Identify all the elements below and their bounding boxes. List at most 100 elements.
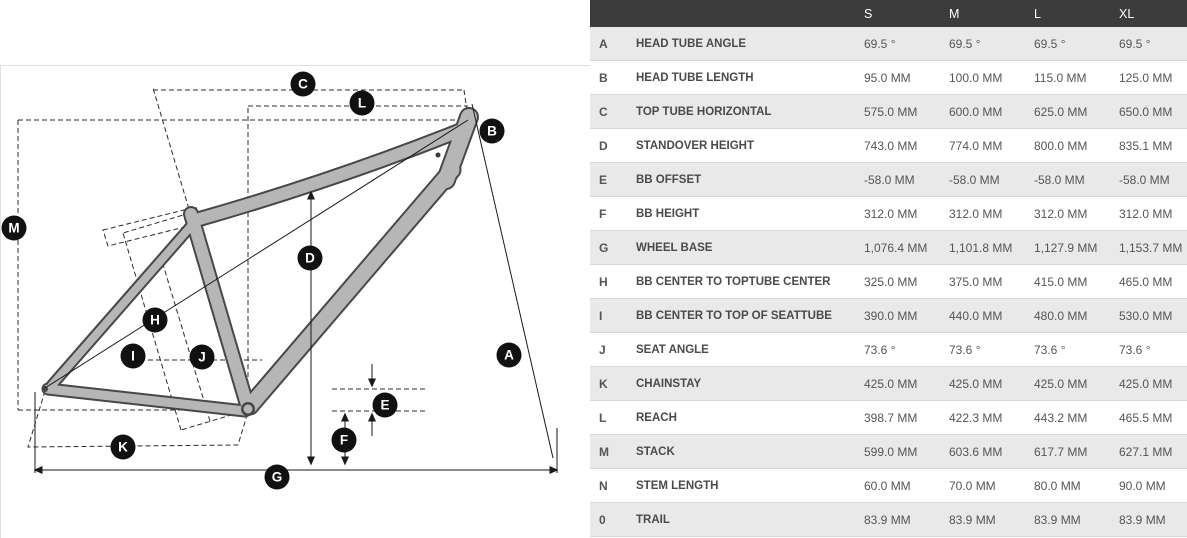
row-value-s: 95.0 MM — [862, 60, 947, 95]
row-value-xl: 465.0 MM — [1117, 264, 1187, 299]
svg-text:K: K — [118, 440, 128, 455]
row-value-l: 1,127.9 MM — [1032, 230, 1117, 265]
frame-outline — [41, 107, 479, 418]
diagram-label-e: E — [372, 392, 398, 418]
row-value-xl: 530.0 MM — [1117, 298, 1187, 333]
diagram-label-j: J — [189, 344, 215, 370]
row-value-xl: 125.0 MM — [1117, 60, 1187, 95]
seat-tube — [185, 208, 254, 414]
row-label: BB CENTER TO TOP OF SEATTUBE — [634, 298, 862, 333]
table-header-row: S M L XL — [590, 0, 1187, 27]
head-tube — [438, 109, 477, 188]
row-key: G — [590, 230, 634, 265]
geometry-diagram-panel: C L B M D H I J A E F K G — [0, 0, 590, 538]
seatstay — [48, 221, 196, 389]
row-value-s: 60.0 MM — [862, 468, 947, 503]
row-value-xl: 69.5 ° — [1117, 27, 1187, 61]
row-label: HEAD TUBE LENGTH — [634, 60, 862, 95]
row-value-l: 312.0 MM — [1032, 196, 1117, 231]
row-value-s: 599.0 MM — [862, 434, 947, 469]
row-value-xl: 425.0 MM — [1117, 366, 1187, 401]
row-value-xl: 835.1 MM — [1117, 128, 1187, 163]
row-key: F — [590, 196, 634, 231]
row-value-m: 69.5 ° — [947, 27, 1032, 61]
row-label: BB OFFSET — [634, 162, 862, 197]
column-header-m: M — [947, 0, 1032, 27]
row-value-s: 390.0 MM — [862, 298, 947, 333]
row-label: STEM LENGTH — [634, 468, 862, 503]
row-value-l: 480.0 MM — [1032, 298, 1117, 333]
svg-text:J: J — [198, 350, 206, 365]
row-label: STANDOVER HEIGHT — [634, 128, 862, 163]
row-label: STACK — [634, 434, 862, 469]
svg-text:A: A — [504, 348, 514, 363]
row-label: CHAINSTAY — [634, 366, 862, 401]
row-value-l: 69.5 ° — [1032, 27, 1117, 61]
row-value-s: -58.0 MM — [862, 162, 947, 197]
svg-text:C: C — [298, 77, 308, 92]
row-label: BB HEIGHT — [634, 196, 862, 231]
row-value-s: 325.0 MM — [862, 264, 947, 299]
row-key: A — [590, 27, 634, 61]
row-value-m: 70.0 MM — [947, 468, 1032, 503]
row-value-xl: 1,153.7 MM — [1117, 230, 1187, 265]
row-value-l: 625.0 MM — [1032, 94, 1117, 129]
diagram-label-k: K — [110, 434, 136, 460]
frame-details — [42, 152, 441, 416]
row-value-l: 443.2 MM — [1032, 400, 1117, 435]
header-label-spacer — [634, 0, 862, 27]
row-value-l: 80.0 MM — [1032, 468, 1117, 503]
down-tube — [242, 162, 460, 414]
cable-port — [435, 152, 441, 158]
row-value-xl: 90.0 MM — [1117, 468, 1187, 503]
row-key: M — [590, 434, 634, 469]
row-key: I — [590, 298, 634, 333]
row-value-m: 425.0 MM — [947, 366, 1032, 401]
diagram-label-a: A — [496, 342, 522, 368]
dimension-lines — [33, 103, 559, 474]
row-value-s: 398.7 MM — [862, 400, 947, 435]
top-tube — [190, 125, 465, 226]
row-value-s: 743.0 MM — [862, 128, 947, 163]
row-value-xl: 465.5 MM — [1117, 400, 1187, 435]
column-header-l: L — [1032, 0, 1117, 27]
row-key: 0 — [590, 502, 634, 537]
row-value-l: 83.9 MM — [1032, 502, 1117, 537]
row-key: D — [590, 128, 634, 163]
row-value-s: 69.5 ° — [862, 27, 947, 61]
row-value-m: -58.0 MM — [947, 162, 1032, 197]
row-label: HEAD TUBE ANGLE — [634, 27, 862, 61]
row-value-xl: 650.0 MM — [1117, 94, 1187, 129]
row-value-s: 1,076.4 MM — [862, 230, 947, 265]
row-value-s: 425.0 MM — [862, 366, 947, 401]
row-value-m: 603.6 MM — [947, 434, 1032, 469]
diagram-label-l: L — [349, 90, 375, 116]
svg-text:F: F — [340, 433, 348, 448]
row-value-m: 375.0 MM — [947, 264, 1032, 299]
row-value-m: 73.6 ° — [947, 332, 1032, 367]
frame-diagonal-line — [44, 119, 469, 389]
row-label: SEAT ANGLE — [634, 332, 862, 367]
bike-geometry-diagram: C L B M D H I J A E F K G — [0, 65, 590, 538]
diagram-label-g: G — [264, 464, 290, 490]
row-key: C — [590, 94, 634, 129]
row-key: H — [590, 264, 634, 299]
panel-border — [0, 65, 590, 538]
row-key: N — [590, 468, 634, 503]
row-value-l: 415.0 MM — [1032, 264, 1117, 299]
row-value-m: 774.0 MM — [947, 128, 1032, 163]
row-value-l: 73.6 ° — [1032, 332, 1117, 367]
row-value-m: 600.0 MM — [947, 94, 1032, 129]
diagram-label-c: C — [290, 71, 316, 97]
row-value-xl: 312.0 MM — [1117, 196, 1187, 231]
frame-fill — [43, 109, 477, 416]
